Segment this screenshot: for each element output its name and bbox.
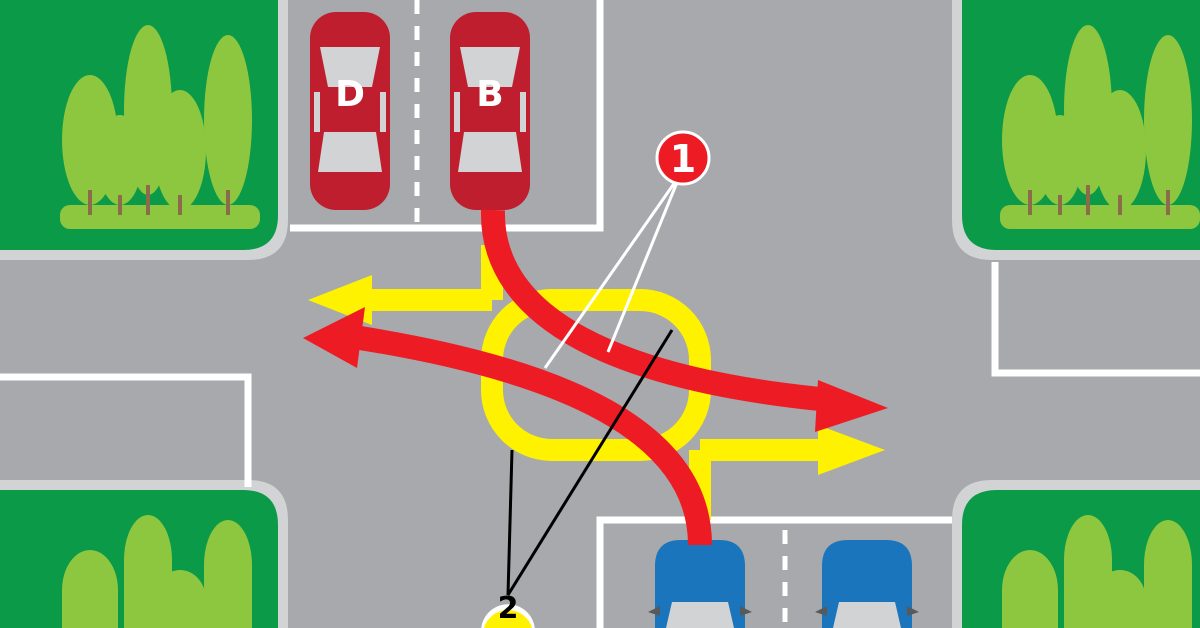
red-path [358, 209, 832, 546]
car-b: B [450, 12, 530, 210]
marker-2-label: 2 [498, 591, 519, 626]
corner-bottom-left [0, 480, 288, 628]
car-blue-right [815, 540, 919, 628]
marker-1: 1 [655, 130, 711, 186]
red-arrow-left [303, 307, 365, 368]
car-blue-left [648, 540, 752, 628]
car-d: D [310, 12, 390, 210]
marker-2: 2 [481, 591, 535, 628]
yellow-arrow-right [818, 425, 885, 475]
corner-top-right [952, 0, 1200, 260]
pointer-lines-2 [506, 329, 674, 596]
corner-top-left [0, 0, 288, 260]
pointer-lines-1 [543, 174, 682, 369]
red-arrow-right [815, 380, 888, 432]
car-label-d: D [335, 74, 365, 115]
marker-1-label: 1 [670, 137, 696, 181]
corner-bottom-right [952, 480, 1200, 628]
car-label-b: B [476, 74, 503, 115]
